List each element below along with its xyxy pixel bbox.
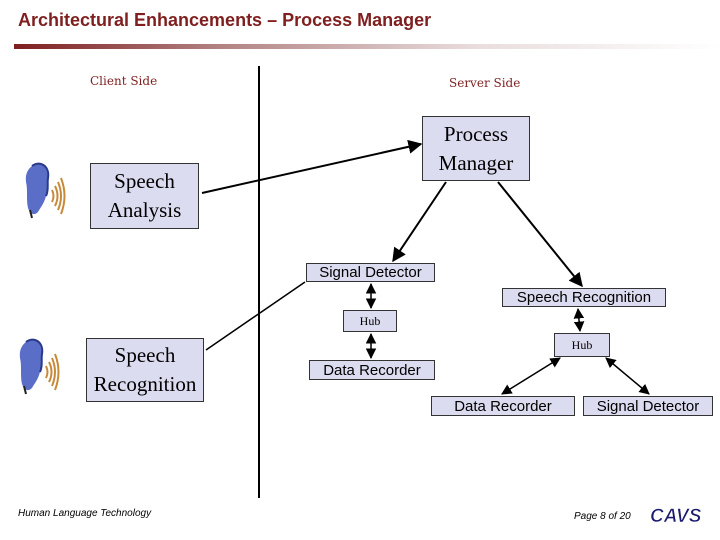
arrow-speech-recognition-hub [573, 307, 585, 333]
client-server-divider [258, 66, 260, 498]
speaking-head-icon [19, 338, 60, 395]
arrow-hub-signal-detector-right [605, 357, 650, 395]
slide-title: Architectural Enhancements – Process Man… [18, 10, 432, 30]
page-number: Page 8 of 20 [574, 511, 631, 522]
signal-detector-right-box: Signal Detector [583, 396, 713, 416]
footer-course-name: Human Language Technology [18, 508, 152, 519]
speaking-head-icon [25, 162, 66, 219]
arrow-hub-data-recorder-right [501, 357, 561, 395]
hub-left: Hub [343, 310, 397, 332]
speech-analysis-label: Speech Analysis [107, 169, 182, 222]
cavs-logo: CAVS [650, 506, 702, 526]
signal-detector-box: Signal Detector [306, 263, 435, 282]
sound-waves-icon [45, 353, 60, 391]
speech-analysis-box: Speech Analysis [90, 163, 199, 229]
cavs-logo-text: CAVS [650, 506, 702, 526]
line-recognition-client-to-server [205, 281, 306, 351]
process-manager-box: Process Manager [422, 116, 530, 181]
title-underline [14, 44, 720, 49]
data-recorder-left-box: Data Recorder [309, 360, 435, 380]
arrow-pm-to-signal-detector [392, 181, 447, 263]
data-recorder-right-box: Data Recorder [431, 396, 575, 416]
speech-recognition-client-label: Speech Recognition [93, 343, 197, 396]
server-side-label: Server Side [449, 76, 521, 90]
speech-recognition-server-box: Speech Recognition [502, 288, 666, 307]
sound-waves-icon [51, 177, 66, 215]
hub-right: Hub [554, 333, 610, 357]
speech-recognition-client-box: Speech Recognition [86, 338, 204, 402]
arrow-pm-to-speech-recognition [497, 181, 583, 288]
process-manager-label: Process Manager [438, 121, 514, 175]
client-side-label: Client Side [90, 74, 158, 88]
arrow-analysis-to-process-manager [201, 139, 423, 194]
